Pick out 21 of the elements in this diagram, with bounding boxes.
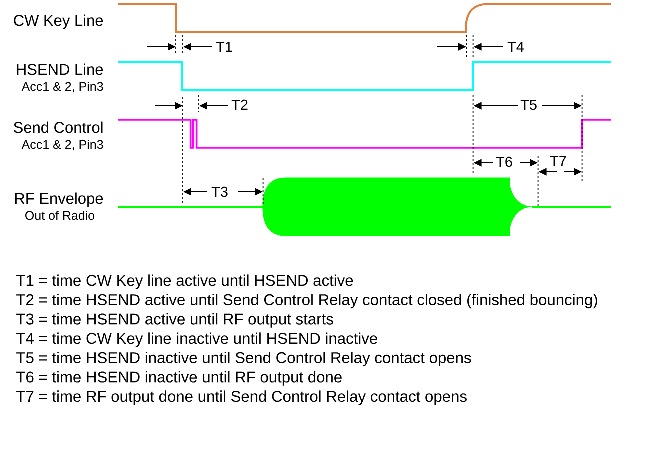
definition-text: T5 = time HSEND inactive until Send Control Relay contact opens [16, 352, 472, 367]
definition-text: T4 = time CW Key line inactive until HSEND inactive [16, 332, 378, 348]
definition-text: T2 = time HSEND active until Send Control Relay contact closed (finished bouncing) [16, 294, 598, 309]
signal-label: RF Envelope [15, 192, 104, 208]
signal-label: HSEND Line [17, 64, 104, 76]
interval-label: T7 [550, 156, 566, 166]
definition-text: T7 = time RF output done until Send Control Relay contact opens [16, 390, 467, 406]
interval-label: T3 [212, 186, 228, 198]
signal-sublabel: Acc1 & 2, Pin3 [22, 82, 104, 93]
definition-text: T1 = time CW Key line active until HSEND active [16, 274, 354, 290]
signal-label: CW Key Line [14, 14, 104, 30]
interval-label: T4 [508, 42, 524, 52]
interval-label: T2 [232, 100, 248, 110]
interval-label: T5 [520, 100, 537, 110]
interval-label: T1 [216, 42, 232, 52]
signal-label: Send Control [14, 122, 103, 134]
definition-text: T3 = time HSEND active until RF output starts [16, 313, 334, 328]
signal-sublabel: Out of Radio [26, 210, 95, 220]
interval-label: T6 [496, 156, 512, 168]
signal-sublabel: Acc1 & 2, Pin3 [22, 140, 104, 151]
definition-text: T6 = time HSEND inactive until RF output done [16, 371, 342, 386]
